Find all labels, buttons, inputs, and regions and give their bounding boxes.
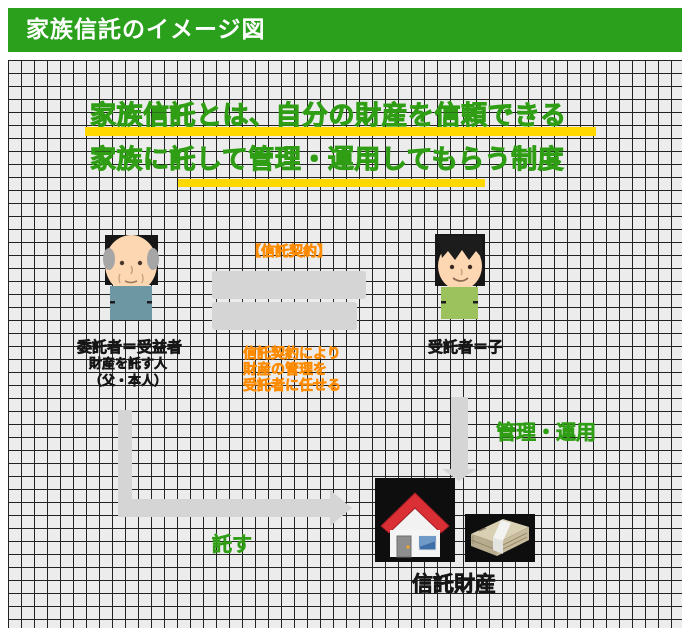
manage-flow-label: 管理・運用 (496, 420, 597, 445)
entrust-flow-label: 託す (212, 532, 253, 557)
contract-detail-3: 受託者に任せる (243, 378, 342, 395)
relation-bar-1 (212, 271, 366, 299)
yellow-underline-1 (85, 127, 596, 136)
elbow-arrow-head (330, 490, 352, 526)
page-title: 家族信託のイメージ図 (8, 8, 682, 52)
young-man-icon (435, 234, 485, 319)
description-line-1: 家族信託とは、自分の財産を信頼できる (89, 101, 567, 132)
elbow-arrow-right-icon (118, 410, 132, 516)
yellow-underline-2 (178, 179, 485, 187)
grid-background (8, 60, 682, 628)
elderly-man-icon (103, 235, 159, 320)
elbow-arrow-shaft (118, 499, 330, 517)
money-stack-icon (465, 514, 535, 562)
house-icon (375, 478, 455, 562)
relation-bar-2 (212, 302, 357, 330)
settlor-sub-label-1: 財産を託す人 (89, 357, 168, 373)
contract-detail-1: 信託契約により (243, 346, 341, 363)
contract-detail-2: 財産の管理を (243, 362, 328, 379)
settlor-sub-label-2: （父・本人） (89, 374, 168, 390)
arrow-down-icon (451, 397, 468, 471)
settlor-role-label: 委託者＝受益者 (77, 338, 183, 357)
contract-label: 【信託契約】 (247, 244, 332, 261)
trust-assets-label: 信託財産 (412, 572, 497, 597)
description-line-2: 家族に託して管理・運用してもらう制度 (89, 145, 565, 176)
trustee-role-label: 受託者＝子 (428, 338, 504, 357)
